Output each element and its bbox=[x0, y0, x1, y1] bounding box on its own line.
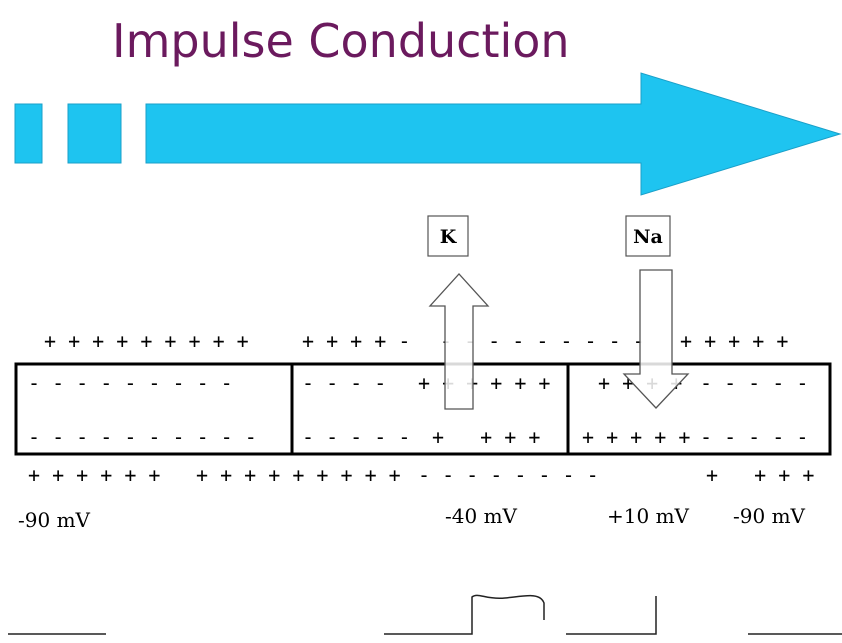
potassium-efflux-arrow bbox=[428, 273, 490, 410]
inside-top-charges-3: + + + + + + bbox=[418, 371, 550, 395]
arrow-dash-2 bbox=[67, 103, 122, 164]
inside-top-charges-5: - - - - - bbox=[700, 371, 808, 395]
inside-top-charges-2: - - - - bbox=[302, 371, 386, 395]
trace-rising-edge bbox=[566, 596, 657, 635]
sodium-label-box: Na bbox=[625, 215, 671, 257]
axon-segment-3 bbox=[566, 362, 832, 456]
outside-bottom-charges-3: - - - - - - - - bbox=[418, 463, 599, 487]
outside-top-charges-3: - - - - - - - - - bbox=[440, 329, 645, 353]
arrow-dash-1 bbox=[14, 103, 43, 164]
potassium-label: K bbox=[440, 226, 458, 248]
sodium-influx-arrow bbox=[622, 269, 690, 409]
outside-top-charges-4: + + + + + bbox=[680, 329, 788, 353]
arrow-body bbox=[145, 72, 842, 196]
potential-label-depolarized: +10 mV bbox=[607, 504, 690, 528]
outside-top-charges-2: + + + + - bbox=[302, 329, 410, 353]
trace-spike bbox=[384, 594, 545, 635]
inside-top-charges-1: - - - - - - - - - bbox=[28, 371, 233, 395]
page-title: Impulse Conduction bbox=[112, 14, 570, 68]
axon-membrane bbox=[14, 362, 832, 456]
inside-bottom-charges-2: - - - - - bbox=[302, 425, 410, 449]
inside-bottom-charges-5: - - - - - bbox=[700, 425, 808, 449]
potential-label-repolarizing: -40 mV bbox=[445, 504, 518, 528]
inside-bottom-charges-3: + + + + bbox=[432, 425, 540, 449]
potential-label-rest-left: -90 mV bbox=[18, 508, 91, 532]
outside-bottom-charges-1: + + + + + + bbox=[28, 463, 160, 487]
axon-segment-1 bbox=[14, 362, 294, 456]
sodium-label: Na bbox=[633, 226, 663, 248]
axon-segment-2 bbox=[290, 362, 570, 456]
outside-bottom-charges-2: + + + + + + + + + bbox=[196, 463, 401, 487]
action-potential-trace bbox=[8, 594, 842, 635]
potential-label-rest-right: -90 mV bbox=[733, 504, 806, 528]
inside-bottom-charges-4: + + + + + bbox=[582, 425, 690, 449]
outside-bottom-charges-4: + + + + bbox=[706, 463, 814, 487]
inside-bottom-charges-1: - - - - - - - - - - bbox=[28, 425, 257, 449]
potassium-label-box: K bbox=[427, 215, 469, 257]
conduction-direction-arrow bbox=[14, 72, 842, 196]
outside-top-charges-1: + + + + + + + + + bbox=[44, 329, 249, 353]
